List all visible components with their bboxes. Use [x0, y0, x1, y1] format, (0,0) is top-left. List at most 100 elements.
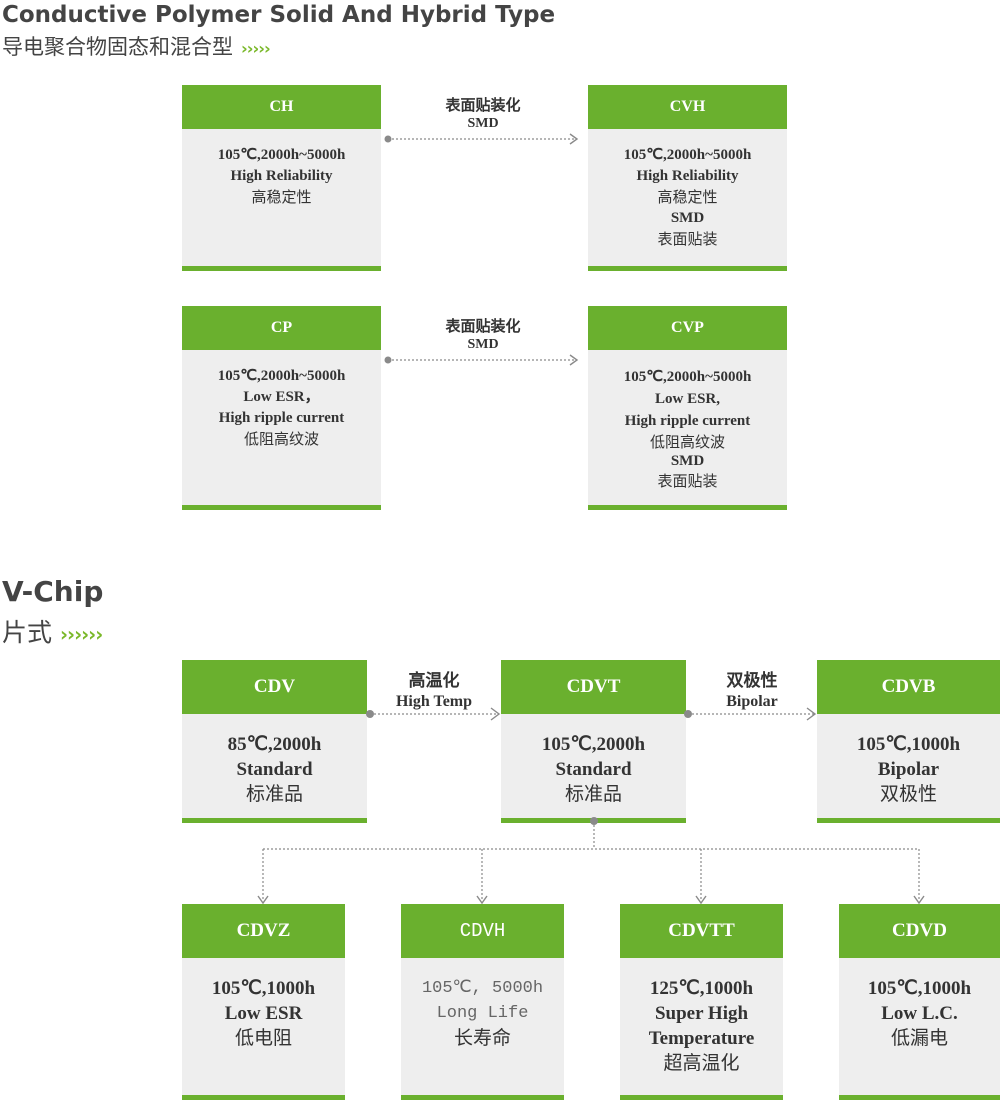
card-cdvd-line: 低漏电	[890, 1027, 948, 1049]
card-cvh-line: High Reliability	[636, 168, 739, 184]
card-cdvb: CDVB 105℃,1000h Bipolar 双极性	[817, 660, 1000, 823]
card-cvp-line: 表面贴装	[657, 472, 718, 490]
arrowhead	[569, 133, 579, 145]
card-cdvh-line: 长寿命	[453, 1027, 511, 1049]
section1-subtitle-text: 导电聚合物固态和混合型	[2, 35, 233, 59]
card-cdvt-header: CDVT	[501, 660, 686, 714]
section2-subtitle-text: 片式	[2, 618, 53, 647]
card-cdvh-footer-bar	[401, 1095, 564, 1100]
card-cdvz-line: Low ESR	[224, 1003, 303, 1024]
card-cdvd-body: 105℃,1000h Low L.C. 低漏电	[839, 958, 1000, 1051]
card-cdvd: CDVD 105℃,1000h Low L.C. 低漏电	[839, 904, 1000, 1100]
card-cvh-header: CVH	[588, 85, 787, 129]
card-cdv-body: 85℃,2000h Standard 标准品	[182, 714, 367, 807]
card-cvh-line: 105℃,2000h~5000h	[623, 147, 752, 163]
card-cdvtt-line: 125℃,1000h	[649, 978, 754, 999]
connector-label-cn: 表面贴装化	[445, 96, 521, 114]
card-cdvd-header: CDVD	[839, 904, 1000, 958]
card-cdv-line: 85℃,2000h	[227, 734, 322, 755]
connector-label-en: SMD	[467, 116, 499, 131]
card-cdv-footer-bar	[182, 818, 367, 823]
connector-dot	[684, 710, 692, 718]
card-cdvb-header: CDVB	[817, 660, 1000, 714]
card-cvp-line: Low ESR,	[654, 391, 721, 407]
card-cvp-line: 低阻高纹波	[649, 433, 725, 451]
connector-dot	[366, 710, 374, 718]
card-cdvd-line: 105℃,1000h	[867, 978, 972, 999]
arrowhead	[569, 354, 579, 366]
connector-label-en: SMD	[467, 337, 499, 352]
card-cdvh: CDVH 105℃, 5000h Long Life 长寿命	[401, 904, 564, 1100]
chevron-right-icon: ››››››	[60, 623, 103, 646]
card-cdvd-line: Low L.C.	[881, 1003, 958, 1024]
card-cdv-line: Standard	[236, 759, 313, 780]
card-cdvh-body: 105℃, 5000h Long Life 长寿命	[401, 958, 564, 1051]
card-cp-footer-bar	[182, 505, 381, 510]
connector-label-high-temp: 高温化 High Temp	[374, 670, 494, 711]
card-cdvt-line: 标准品	[564, 783, 622, 805]
section2-subtitle: 片式 ››››››	[2, 613, 103, 649]
card-ch-line: High Reliability	[230, 168, 333, 184]
card-cvp-line: 105℃,2000h~5000h	[623, 369, 752, 385]
arrowhead	[476, 895, 488, 905]
connector-label-cn: 表面贴装化	[445, 317, 521, 335]
card-cdvt-line: 105℃,2000h	[541, 734, 646, 755]
card-cp: CP 105℃,2000h~5000h Low ESR， High ripple…	[182, 306, 381, 510]
card-cvh-line: 高稳定性	[657, 188, 718, 206]
card-ch-footer-bar	[182, 266, 381, 271]
card-ch-header: CH	[182, 85, 381, 129]
card-cvh: CVH 105℃,2000h~5000h High Reliability 高稳…	[588, 85, 787, 271]
card-cdvb-body: 105℃,1000h Bipolar 双极性	[817, 714, 1000, 807]
card-cdvz-line: 105℃,1000h	[211, 978, 316, 999]
connector-label-cn: 高温化	[408, 671, 460, 691]
connector-label-cn: 双极性	[726, 671, 778, 691]
connector-label-en: Bipolar	[726, 693, 778, 710]
card-cp-line: High ripple current	[218, 410, 345, 426]
card-cdvtt-line: Temperature	[648, 1028, 755, 1049]
arrowhead	[913, 895, 925, 905]
card-cdvtt-line: Super High	[654, 1003, 749, 1024]
card-cdvh-line: 105℃, 5000h	[421, 979, 544, 998]
arrowhead	[695, 895, 707, 905]
card-cvh-line: 表面贴装	[657, 230, 718, 248]
card-cdvb-line: Bipolar	[877, 759, 940, 780]
card-cvp: CVP 105℃,2000h~5000h Low ESR, High rippl…	[588, 306, 787, 510]
card-cdvd-footer-bar	[839, 1095, 1000, 1100]
connector-label-en: High Temp	[395, 693, 473, 710]
card-cvh-footer-bar	[588, 266, 787, 271]
card-cdv: CDV 85℃,2000h Standard 标准品	[182, 660, 367, 823]
connector-dot	[384, 135, 392, 143]
section1-subtitle: 导电聚合物固态和混合型 ›››››	[2, 31, 271, 61]
card-cp-body: 105℃,2000h~5000h Low ESR， High ripple cu…	[182, 350, 381, 450]
card-cvp-footer-bar	[588, 505, 787, 510]
card-cp-line: Low ESR，	[243, 389, 320, 405]
arrowhead	[806, 707, 817, 721]
card-ch-body: 105℃,2000h~5000h High Reliability 高稳定性	[182, 129, 381, 208]
card-cdvb-line: 105℃,1000h	[856, 734, 961, 755]
chevron-right-icon: ›››››	[241, 39, 271, 58]
card-cdvtt-body: 125℃,1000h Super High Temperature 超高温化	[620, 958, 783, 1076]
card-cdv-header: CDV	[182, 660, 367, 714]
card-cp-line: 105℃,2000h~5000h	[217, 368, 346, 384]
arrowhead	[257, 895, 269, 905]
card-cvp-body: 105℃,2000h~5000h Low ESR, High ripple cu…	[588, 350, 787, 492]
card-cp-line: 低阻高纹波	[243, 430, 319, 448]
card-cdvh-header: CDVH	[401, 904, 564, 958]
card-cdvz: CDVZ 105℃,1000h Low ESR 低电阻	[182, 904, 345, 1100]
card-cvp-header: CVP	[588, 306, 787, 350]
card-ch-line: 高稳定性	[251, 188, 312, 206]
card-ch-line: 105℃,2000h~5000h	[217, 147, 346, 163]
card-cp-header: CP	[182, 306, 381, 350]
connector-dot	[590, 817, 598, 825]
connector-dot	[384, 356, 392, 364]
card-cdvtt-footer-bar	[620, 1095, 783, 1100]
connector-label-bipolar: 双极性 Bipolar	[693, 670, 811, 711]
card-cdvtt: CDVTT 125℃,1000h Super High Temperature …	[620, 904, 783, 1100]
card-cdvt-line: Standard	[555, 759, 632, 780]
card-cdvt: CDVT 105℃,2000h Standard 标准品	[501, 660, 686, 823]
card-ch: CH 105℃,2000h~5000h High Reliability 高稳定…	[182, 85, 381, 271]
card-cdvz-footer-bar	[182, 1095, 345, 1100]
card-cdvz-body: 105℃,1000h Low ESR 低电阻	[182, 958, 345, 1051]
connector-label-smd-2: 表面贴装化 SMD	[418, 316, 548, 353]
